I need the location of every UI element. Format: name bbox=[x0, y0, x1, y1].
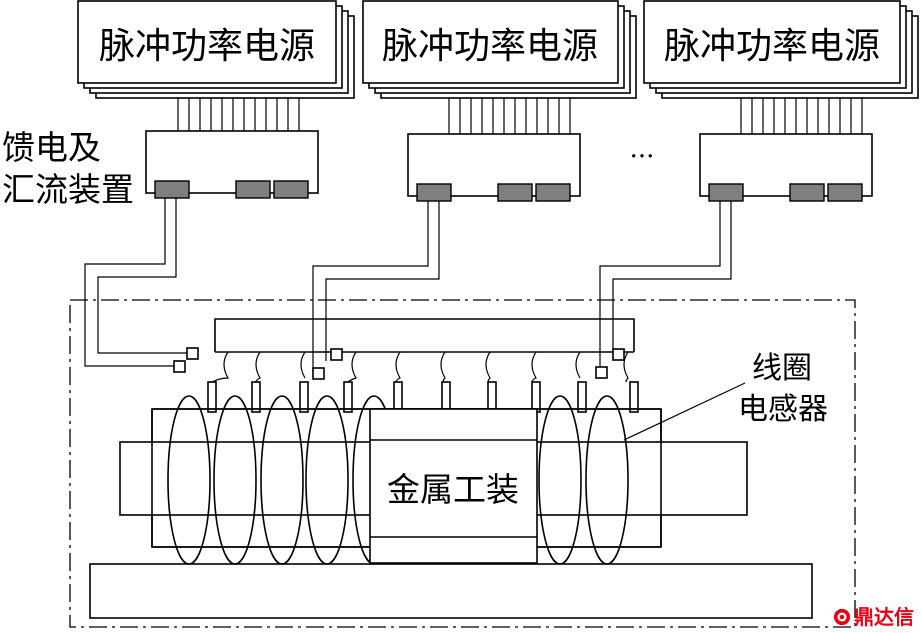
coil-turn-7 bbox=[585, 395, 629, 565]
watermark-logo: 鼎达信 bbox=[833, 607, 914, 627]
cable-bundle-2 bbox=[448, 98, 571, 134]
coil-inductor-label-line2: 电感器 bbox=[738, 392, 828, 427]
coil-connector-pins bbox=[207, 381, 639, 413]
feeding-box-1 bbox=[145, 130, 319, 199]
power-supply-3-label: 脉冲功率电源 bbox=[664, 26, 880, 67]
cable-bundle-1 bbox=[177, 98, 300, 131]
watermark-icon bbox=[833, 608, 851, 626]
metal-fixture-label: 金属工装 bbox=[387, 470, 519, 509]
ellipsis-more-supplies: ··· bbox=[630, 142, 655, 172]
feeding-box-1-terminal-a bbox=[154, 180, 190, 199]
busbar-frame bbox=[214, 318, 635, 353]
coil-inductor-label-line1: 线圈 bbox=[752, 351, 812, 386]
feeding-device-label-line2: 汇流装置 bbox=[2, 170, 134, 209]
coil-turn-4 bbox=[305, 395, 349, 565]
power-supply-2: 脉冲功率电源 bbox=[362, 0, 637, 99]
coil-turns bbox=[167, 395, 629, 565]
coil-turn-3 bbox=[260, 395, 304, 565]
feeding-box-2-terminal-b bbox=[497, 183, 533, 202]
feeding-box-3-terminal-a bbox=[708, 183, 744, 202]
coil-inductor-leader bbox=[623, 382, 746, 441]
feeding-device-label-line1: 馈电及 bbox=[2, 128, 101, 167]
coil-turn-1 bbox=[167, 395, 211, 565]
feeding-box-3-terminal-c bbox=[827, 183, 863, 202]
feed-terminals bbox=[173, 347, 625, 380]
cable-bundle-3 bbox=[740, 98, 863, 134]
power-supply-1: 脉冲功率电源 bbox=[77, 0, 355, 99]
feeding-box-2 bbox=[407, 133, 581, 202]
feeding-box-3-terminal-b bbox=[789, 183, 825, 202]
power-supply-1-label: 脉冲功率电源 bbox=[99, 26, 315, 67]
feed-line-2 bbox=[312, 201, 440, 374]
base-plate bbox=[89, 563, 813, 619]
metal-fixture: 金属工装 bbox=[369, 408, 538, 564]
power-supply-2-label: 脉冲功率电源 bbox=[382, 26, 598, 67]
feed-line-1 bbox=[84, 198, 187, 367]
coil-turn-6 bbox=[538, 395, 582, 565]
watermark-text: 鼎达信 bbox=[854, 605, 914, 629]
feeding-box-2-terminal-a bbox=[416, 183, 452, 202]
busbar-drop-wires bbox=[211, 351, 629, 383]
feed-line-3 bbox=[599, 201, 732, 366]
feeding-box-3 bbox=[699, 133, 873, 202]
coil-turn-2 bbox=[213, 395, 257, 565]
feeding-box-1-terminal-c bbox=[273, 180, 309, 199]
feeding-box-1-terminal-b bbox=[235, 180, 271, 199]
feeding-box-2-terminal-c bbox=[535, 183, 571, 202]
enclosure-boundary bbox=[69, 299, 856, 628]
power-supply-3: 脉冲功率电源 bbox=[643, 0, 919, 99]
